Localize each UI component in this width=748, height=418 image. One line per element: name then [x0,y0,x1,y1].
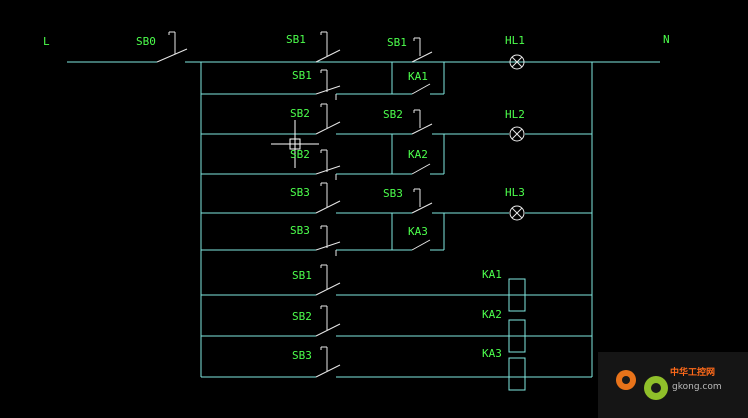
label-sb0: SB0 [136,35,156,48]
label-row9-coil: KA3 [482,347,502,360]
label-row6-sb: SB3 [290,224,310,237]
label-row5-sb: SB3 [290,186,310,199]
coil-ka2 [508,319,526,353]
lamp-hl1-icon [509,54,525,70]
label-row1-right-sb: SB1 [387,36,407,49]
label-row5-right-sb: SB3 [383,187,403,200]
coil-ka1 [508,278,526,312]
label-hl2: HL2 [505,108,525,121]
label-row8-sb: SB2 [292,310,312,323]
label-hl1: HL1 [505,34,525,47]
watermark-title: 中华工控网 [670,366,715,378]
label-row2-sb: SB1 [292,69,312,82]
label-row3-right-sb: SB2 [383,108,403,121]
label-L: L [43,35,50,48]
label-row4-ka: KA2 [408,148,428,161]
label-row1-sb: SB1 [286,33,306,46]
label-row9-sb: SB3 [292,349,312,362]
label-row3-sb: SB2 [290,107,310,120]
label-row8-coil: KA2 [482,308,502,321]
label-N: N [663,33,670,46]
label-row7-coil: KA1 [482,268,502,281]
watermark-site: gkong.com [672,382,722,392]
left-switches [315,31,341,378]
crosshair-cursor-icon [271,120,319,168]
gear-icon [616,370,668,400]
coil-ka3 [508,357,526,391]
label-row2-ka: KA1 [408,70,428,83]
lamp-hl2-icon [509,126,525,142]
label-row6-ka: KA3 [408,225,428,238]
label-row7-sb: SB1 [292,269,312,282]
lamp-branches [391,37,592,251]
label-row4-sb: SB2 [290,148,310,161]
lamp-hl3-icon [509,205,525,221]
watermark-logo: 中华工控网 gkong.com [598,352,748,418]
label-hl3: HL3 [505,186,525,199]
coils [508,278,526,391]
sb0-switch [156,31,188,63]
rung-wires [201,61,592,378]
